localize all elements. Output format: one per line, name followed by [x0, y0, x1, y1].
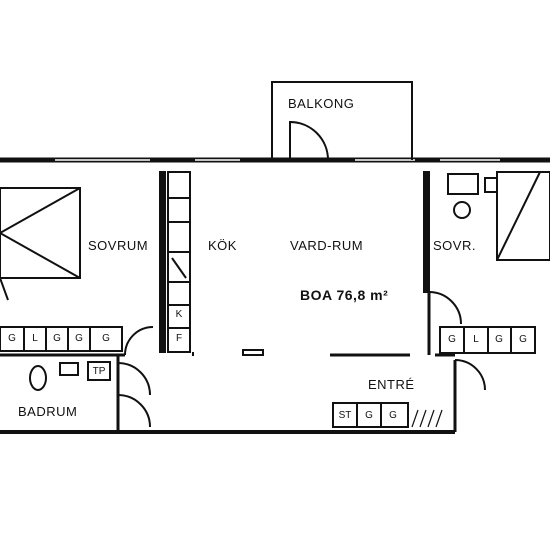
- bath-fixtures: [29, 361, 111, 391]
- floor-mark: [242, 349, 264, 356]
- kitchen-unit-f: F: [175, 333, 183, 344]
- entrance-radiator: [411, 409, 443, 428]
- kitchen-wall: [159, 171, 166, 353]
- bed-left: [0, 187, 81, 301]
- closet-left-4: G: [75, 333, 83, 344]
- balcony-door: [289, 120, 329, 161]
- closet-right-2: L: [473, 334, 479, 345]
- room-label-living: VARD-RUM: [290, 238, 364, 253]
- area-prefix: BOA: [300, 287, 333, 303]
- balcony-outline: [271, 81, 413, 160]
- area-value: 76,8 m²: [336, 287, 389, 303]
- kitchen-counter: [167, 171, 191, 353]
- closet-right-3: G: [495, 334, 503, 345]
- closet-left-1: G: [8, 333, 16, 344]
- closet-entrance-3: G: [389, 410, 397, 421]
- closet-entrance-1: ST: [338, 410, 352, 421]
- closets-entrance: [332, 402, 409, 428]
- kitchen-unit-k: K: [175, 309, 183, 320]
- closet-right-4: G: [519, 334, 527, 345]
- area-label: BOA 76,8 m²: [300, 287, 388, 303]
- closets-right: [439, 326, 536, 354]
- chair-right: [453, 201, 471, 219]
- room-label-bedroom-right: SOVR.: [433, 238, 476, 253]
- bedroom-right-wall: [423, 171, 430, 293]
- bed-right: [484, 171, 550, 261]
- bathroom-door: [117, 362, 151, 396]
- closet-left-5: G: [102, 333, 110, 344]
- entrance-door: [454, 359, 486, 391]
- closet-entrance-2: G: [365, 410, 373, 421]
- room-label-entrance: ENTRÉ: [368, 377, 415, 392]
- room-label-bedroom-left: SOVRUM: [88, 238, 149, 253]
- room-label-kitchen: KÖK: [208, 238, 237, 253]
- room-label-bathroom: BADRUM: [18, 404, 78, 419]
- closet-left-2: L: [32, 333, 38, 344]
- closets-left: [0, 326, 123, 352]
- closet-left-3: G: [53, 333, 61, 344]
- closet-right-1: G: [448, 334, 456, 345]
- bedroom-right-door: [428, 291, 462, 325]
- desk-right: [447, 173, 479, 195]
- room-label-balcony: BALKONG: [288, 96, 355, 111]
- bath-unit-tp: TP: [92, 366, 106, 377]
- bedroom-left-door: [124, 326, 154, 356]
